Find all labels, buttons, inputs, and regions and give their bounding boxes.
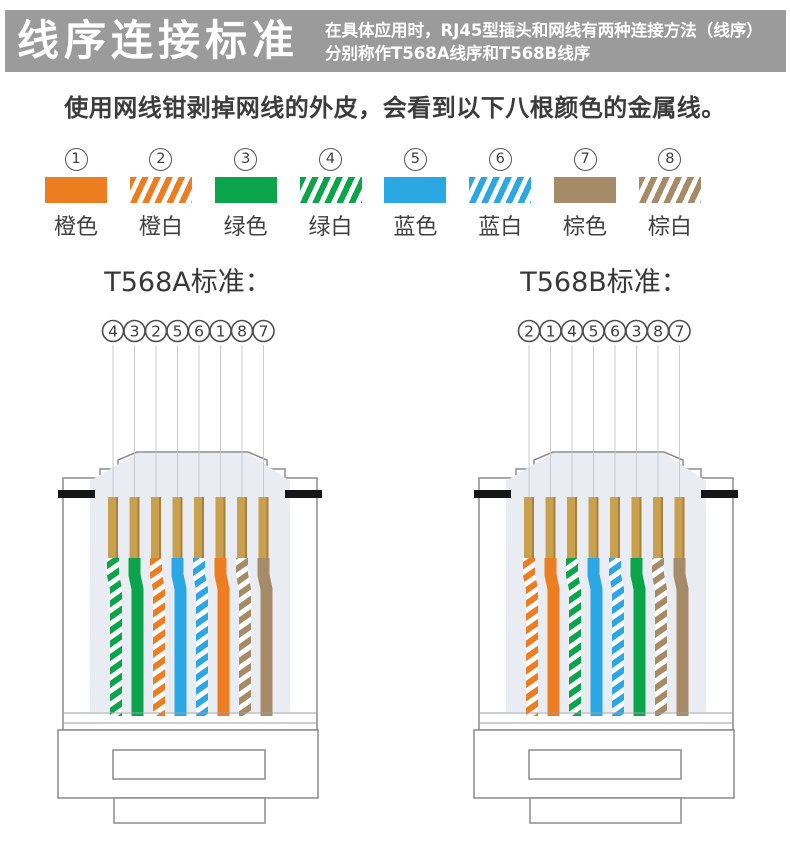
legend-circled-number: 5 bbox=[403, 148, 427, 171]
legend-item-7: 7 棕色 bbox=[543, 148, 627, 241]
legend-label: 橙白 bbox=[138, 215, 183, 240]
page-title: 线序连接标准 bbox=[17, 16, 300, 65]
header-description: 在具体应用时，RJ45型插头和网线有两种连接方法（线序） 分别称作T568A线序… bbox=[325, 19, 763, 65]
sequence-number: 6 bbox=[610, 323, 620, 341]
legend-circled-number: 2 bbox=[149, 148, 173, 171]
legend-item-2: 2 橙白 bbox=[119, 148, 203, 241]
body-separation-lines bbox=[479, 712, 733, 724]
wire-orange-white bbox=[150, 558, 165, 716]
wire-color-swatch-orange-white bbox=[129, 177, 192, 203]
sequence-number: 4 bbox=[567, 323, 577, 341]
sequence-number: 2 bbox=[524, 323, 534, 341]
sequence-number: 5 bbox=[589, 323, 599, 341]
legend-item-8: 8 棕白 bbox=[628, 148, 712, 241]
legend-item-1: 1 橙色 bbox=[34, 148, 118, 241]
wire-green-white bbox=[566, 558, 581, 716]
wire-brown bbox=[257, 558, 273, 716]
wire-color-swatch-orange bbox=[45, 177, 107, 203]
legend-circled-number: 7 bbox=[573, 148, 597, 171]
legend-label: 蓝白 bbox=[478, 215, 523, 240]
standard-title-t568b: T568B标准： bbox=[520, 267, 688, 298]
plug-base bbox=[473, 729, 735, 824]
wire-strands bbox=[523, 558, 689, 716]
wire-brown bbox=[673, 558, 689, 716]
cable-boot bbox=[113, 797, 266, 824]
plug-body bbox=[62, 451, 318, 731]
sequence-number: 8 bbox=[653, 323, 663, 341]
wire-color-swatch-green-white bbox=[299, 177, 362, 203]
legend-label: 蓝色 bbox=[393, 215, 438, 240]
sequence-number: 3 bbox=[130, 323, 140, 341]
body-separation-lines bbox=[63, 712, 317, 724]
sequence-number: 7 bbox=[675, 323, 685, 341]
sequence-number: 7 bbox=[259, 323, 269, 341]
wire-orange bbox=[544, 558, 560, 716]
legend-circled-number: 1 bbox=[64, 148, 88, 171]
sequence-number: 8 bbox=[237, 323, 247, 341]
legend-circled-number: 4 bbox=[319, 148, 343, 171]
legend-label: 绿色 bbox=[223, 215, 268, 240]
sequence-number: 2 bbox=[151, 323, 161, 341]
sequence-number: 3 bbox=[632, 323, 642, 341]
latch-window bbox=[528, 749, 682, 780]
wire-color-swatch-brown-white bbox=[638, 177, 701, 203]
standard-title-t568a: T568A标准： bbox=[104, 267, 272, 298]
header-description-line2: 分别称作T568A线序和T568B线序 bbox=[325, 44, 591, 63]
legend-label: 绿白 bbox=[308, 215, 353, 240]
pin-guide-lines bbox=[112, 345, 264, 497]
header-description-line1: 在具体应用时，RJ45型插头和网线有两种连接方法（线序） bbox=[325, 21, 763, 40]
wire-color-legend: 1 橙色 2 橙白 3 绿色 4 绿白 5 蓝色 6 蓝白 7 棕色 8 棕白 bbox=[34, 148, 712, 241]
legend-circled-number: 6 bbox=[488, 148, 512, 171]
legend-circled-number: 8 bbox=[658, 148, 682, 171]
sequence-number: 1 bbox=[216, 323, 226, 341]
side-lock-bands bbox=[58, 490, 322, 498]
plug-body bbox=[478, 451, 734, 731]
gold-contact-pins bbox=[524, 497, 685, 561]
sequence-number: 5 bbox=[173, 323, 183, 341]
wire-strands bbox=[107, 558, 273, 716]
wire-color-swatch-blue-white bbox=[469, 177, 532, 203]
wire-color-swatch-brown bbox=[554, 177, 617, 203]
legend-item-6: 6 蓝白 bbox=[458, 148, 542, 241]
cable-boot bbox=[529, 797, 682, 824]
legend-label: 棕色 bbox=[563, 215, 608, 240]
sequence-number: 4 bbox=[108, 323, 118, 341]
side-lock-bands bbox=[474, 490, 738, 498]
latch-window bbox=[112, 749, 266, 780]
plug-base bbox=[57, 729, 319, 824]
gold-contact-pins bbox=[108, 497, 269, 561]
wire-color-swatch-blue bbox=[384, 177, 447, 203]
wire-blue-white bbox=[193, 558, 208, 716]
wire-blue bbox=[587, 558, 603, 716]
wire-green bbox=[630, 558, 646, 716]
legend-label: 橙色 bbox=[53, 215, 98, 240]
wire-brown-white bbox=[236, 558, 251, 716]
wire-green-white bbox=[107, 558, 122, 716]
legend-item-3: 3 绿色 bbox=[204, 148, 288, 241]
legend-item-4: 4 绿白 bbox=[289, 148, 373, 241]
wire-orange bbox=[214, 558, 230, 716]
legend-label: 棕白 bbox=[647, 215, 692, 240]
legend-item-5: 5 蓝色 bbox=[373, 148, 457, 241]
wire-color-swatch-green bbox=[214, 177, 277, 203]
legend-circled-number: 3 bbox=[234, 148, 258, 171]
wire-orange-white bbox=[523, 558, 538, 716]
header-banner: 线序连接标准 在具体应用时，RJ45型插头和网线有两种连接方法（线序） 分别称作… bbox=[5, 10, 786, 72]
pin-guide-lines bbox=[528, 345, 680, 497]
wire-brown-white bbox=[652, 558, 667, 716]
sequence-number: 6 bbox=[194, 323, 204, 341]
sequence-number: 1 bbox=[546, 323, 556, 341]
wire-blue bbox=[171, 558, 187, 716]
wire-blue-white bbox=[609, 558, 624, 716]
intro-text: 使用网线钳剥掉网线的外皮，会看到以下八根颜色的金属线。 bbox=[64, 94, 726, 122]
wire-green bbox=[128, 558, 144, 716]
